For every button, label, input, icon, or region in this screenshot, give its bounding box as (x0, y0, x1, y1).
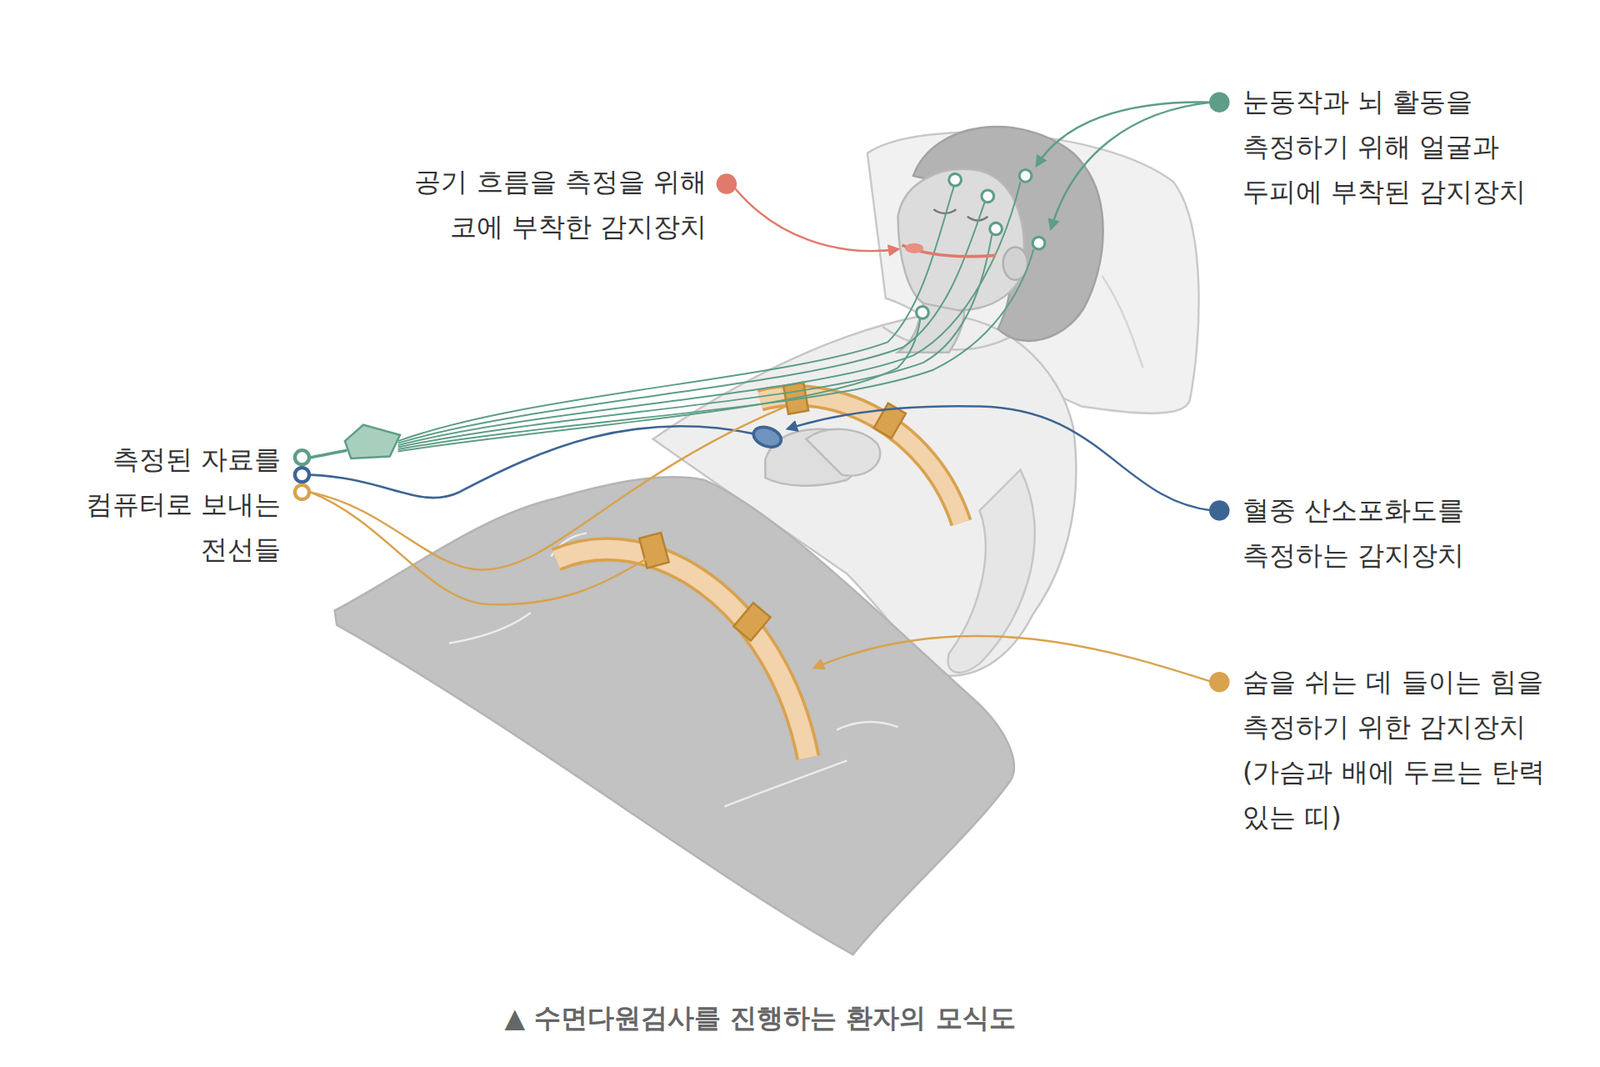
connector-box (345, 425, 400, 459)
callout-dot (1209, 500, 1230, 520)
blanket-fold (836, 721, 898, 730)
pillow-crease (1101, 275, 1143, 368)
callout-dot (1209, 91, 1230, 112)
wire (310, 425, 755, 498)
face (898, 169, 1025, 310)
callout-dot (716, 173, 737, 194)
leader-line (735, 188, 899, 252)
terminal-ring (295, 467, 310, 482)
callout-label: 측정된 자료를 컴퓨터로 보내는 전선들 (39, 436, 281, 572)
callout-label: 눈동작과 뇌 활동을 측정하기 위해 얼굴과 두피에 부착된 감지장치 (1242, 79, 1560, 215)
airflow-sensor (905, 243, 924, 254)
closed-eye (967, 216, 988, 221)
blanket-fold (449, 612, 531, 644)
leader-line (1036, 101, 1213, 165)
blanket (335, 476, 1015, 955)
callout-label: 숨을 쉬는 데 들이는 힘을 측정하기 위한 감지장치 (가슴과 배에 두르는 … (1242, 659, 1551, 840)
belt-buckle (639, 532, 670, 568)
belt-buckle (733, 602, 770, 640)
electrode (1019, 169, 1032, 182)
terminal-ring (295, 485, 310, 500)
leader-line (787, 405, 1212, 510)
abdomen-belt (555, 549, 808, 758)
hand (805, 429, 880, 476)
leader-line (1050, 102, 1212, 230)
wire (310, 406, 786, 570)
figure-caption: ▲ 수면다원검사를 진행하는 환자의 모식도 (504, 999, 1015, 1036)
blanket-fold (724, 760, 847, 806)
electrodes (916, 169, 1045, 319)
leader-line (814, 635, 1213, 682)
electrode (1032, 236, 1045, 250)
callout-label: 공기 흐름을 측정을 위해 코에 부착한 감지장치 (381, 159, 707, 250)
abdomen-belt (555, 549, 808, 758)
electrode (949, 173, 962, 186)
wire (398, 235, 993, 448)
callout-label: 혈중 산소포화도를 측정하는 감지장치 (1242, 487, 1526, 578)
wire (398, 318, 921, 451)
neck (898, 303, 965, 353)
closed-eye (933, 209, 956, 214)
oximeter (750, 423, 785, 450)
wire (310, 491, 650, 605)
callout-dot (1209, 671, 1230, 692)
electrode (916, 306, 930, 320)
wire (310, 450, 347, 458)
electrode (981, 190, 995, 203)
electrode (990, 222, 1003, 235)
terminal-ring (295, 450, 310, 465)
wire (398, 249, 1035, 450)
